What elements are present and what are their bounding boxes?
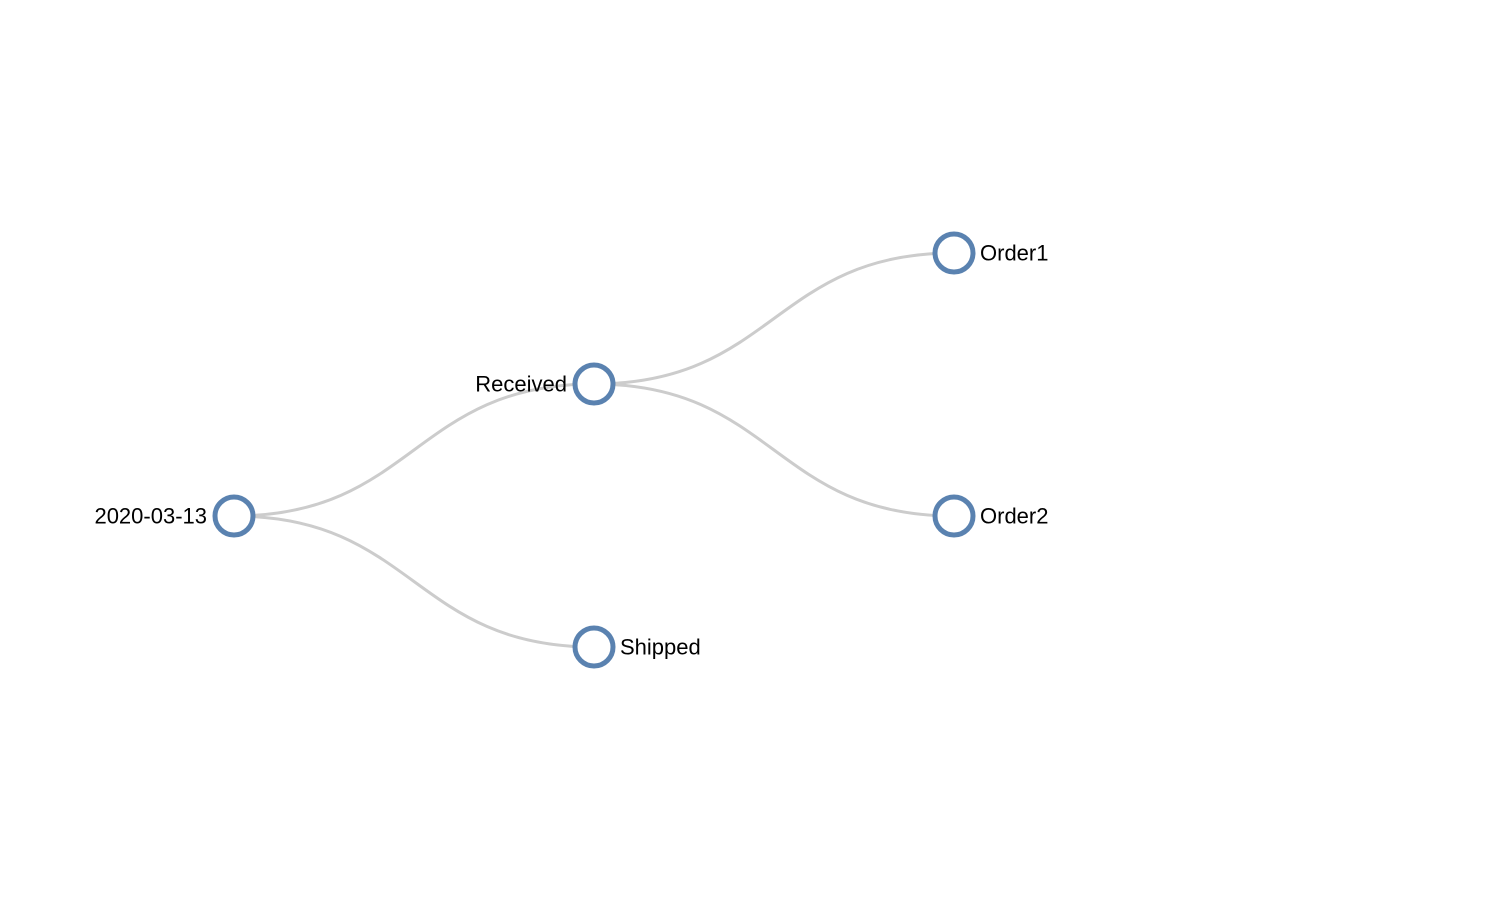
node-label-order1: Order1 <box>980 241 1048 266</box>
node-order1[interactable]: Order1 <box>932 231 1048 275</box>
link-received-to-order1 <box>593 251 955 386</box>
node-received[interactable]: Received <box>475 362 616 406</box>
node-label-order2: Order2 <box>980 504 1048 529</box>
node-shipped[interactable]: Shipped <box>572 625 701 669</box>
node-label-shipped: Shipped <box>620 635 701 660</box>
tree-links <box>233 251 955 649</box>
node-order2[interactable]: Order2 <box>932 494 1048 538</box>
node-label-root: 2020-03-13 <box>94 504 207 529</box>
node-root[interactable]: 2020-03-13 <box>94 494 256 538</box>
tree-nodes: 2020-03-13 Received Shipped Order1 Order… <box>94 231 1048 669</box>
node-label-received: Received <box>475 372 567 397</box>
node-circle[interactable] <box>212 494 256 538</box>
link-root-to-received <box>233 382 595 518</box>
link-received-to-order2 <box>593 382 955 518</box>
node-circle[interactable] <box>932 231 976 275</box>
node-circle[interactable] <box>932 494 976 538</box>
node-circle[interactable] <box>572 625 616 669</box>
node-circle[interactable] <box>572 362 616 406</box>
link-root-to-shipped <box>233 514 595 649</box>
